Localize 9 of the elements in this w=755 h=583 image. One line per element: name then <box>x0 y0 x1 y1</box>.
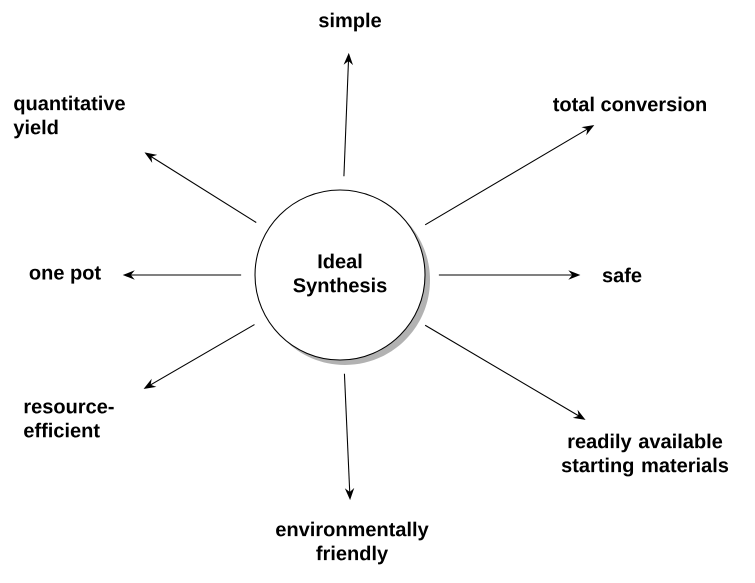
property-label: resource-efficient <box>24 402 114 438</box>
property-label: quantitative yield <box>13 96 125 138</box>
property-label: safe <box>602 268 642 282</box>
property-label: readily available starting materials <box>562 434 728 476</box>
property-label: environmentally friendly <box>276 522 429 564</box>
property-label: simple <box>319 12 381 32</box>
property-label: one pot <box>30 266 101 284</box>
property-label: total conversion <box>553 96 706 112</box>
circle-node: Ideal Synthesis <box>254 189 430 365</box>
